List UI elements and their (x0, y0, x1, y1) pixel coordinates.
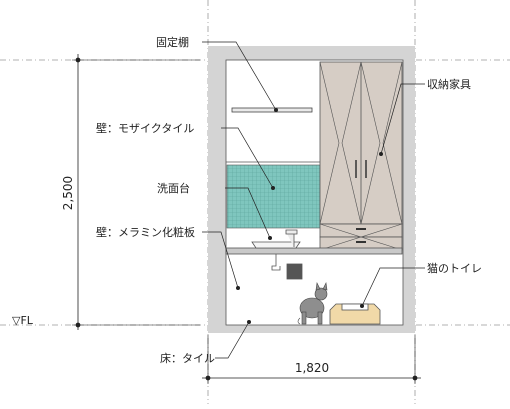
leader-dots (236, 108, 383, 324)
label-cat-toilet: 猫のトイレ (427, 262, 482, 275)
leader-lines (202, 41, 425, 359)
label-fixed-shelf: 固定棚 (156, 35, 189, 49)
cat-figure (297, 282, 328, 325)
counter-top (225, 247, 403, 255)
basin (251, 241, 301, 249)
storage-cabinet (319, 61, 403, 251)
width-dimension-label: 1,820 (295, 361, 329, 375)
label-storage: 収納家具 (427, 77, 471, 91)
fixed-shelf (231, 107, 313, 113)
label-fl: ▽FL (12, 314, 34, 327)
drain-pipe (271, 254, 281, 271)
wall-outlet (286, 263, 303, 280)
height-dimension (72, 54, 200, 330)
label-wall-melamine: 壁：メラミン化粧板 (96, 225, 195, 239)
height-dimension-label: 2,500 (61, 176, 75, 210)
washbasin-counter (225, 229, 403, 280)
faucet (285, 229, 298, 247)
label-wall-mosaic: 壁：モザイクタイル (96, 121, 194, 135)
label-washbasin: 洗面台 (157, 181, 190, 195)
cat-toilet (329, 303, 381, 325)
mosaic-tile-wall (226, 164, 321, 229)
drawer-top (319, 223, 403, 238)
label-floor-tile: 床：タイル (160, 351, 215, 365)
width-dimension (202, 335, 421, 384)
